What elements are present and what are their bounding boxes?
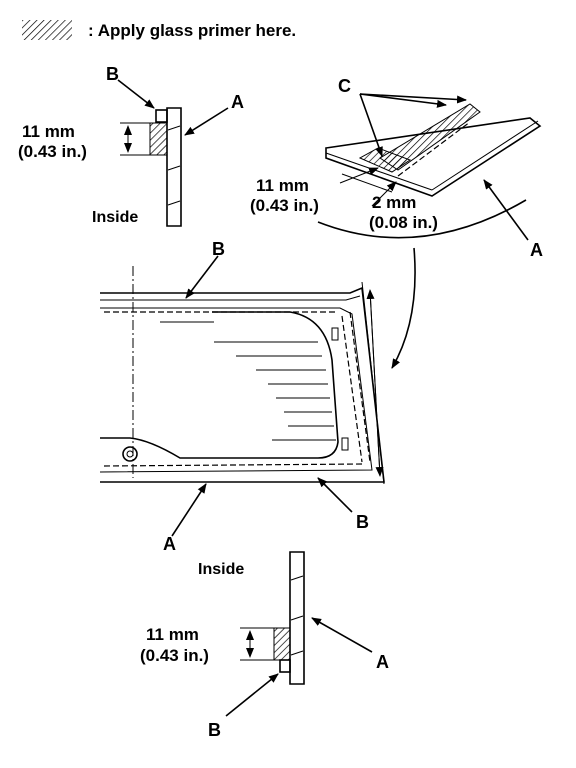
clip-upper	[331, 327, 339, 341]
dim-043in-top-right: (0.43 in.)	[250, 196, 319, 215]
molding-b-top-left	[155, 109, 168, 123]
dim-043in-bottom: (0.43 in.)	[140, 646, 209, 665]
label-b-bottom: B	[208, 720, 221, 740]
section-bottom	[225, 551, 373, 717]
inside-label-top-left: Inside	[92, 209, 138, 226]
dim-008in: (0.08 in.)	[369, 213, 438, 232]
label-b-main-top: B	[212, 239, 225, 259]
main-window-view	[99, 255, 385, 537]
primer-area-top-left	[149, 122, 168, 156]
label-a-top-right: A	[530, 240, 543, 260]
detail-arc	[317, 199, 527, 239]
dim-11mm-bottom: 11 mm	[146, 625, 199, 644]
detail-pointer-arrow	[391, 247, 416, 369]
label-b-top-left: B	[106, 64, 119, 84]
label-a-bottom: A	[376, 652, 389, 672]
glass-hole	[122, 446, 138, 462]
label-c: C	[338, 76, 351, 96]
legend-text: : Apply glass primer here.	[88, 21, 296, 40]
glass-section-top-left	[166, 107, 182, 227]
glass-outline-main	[100, 286, 385, 483]
legend-hatch-swatch	[22, 20, 72, 40]
corner-detail-top-right	[317, 93, 542, 369]
label-b-main-bottom: B	[356, 512, 369, 532]
glass-corner-top-right	[325, 117, 542, 197]
label-a-top-left: A	[231, 92, 244, 112]
inside-label-bottom: Inside	[198, 561, 244, 578]
dim-2mm: 2 mm	[372, 193, 416, 212]
legend: : Apply glass primer here.	[22, 20, 296, 40]
dim-043in-top-left: (0.43 in.)	[18, 142, 87, 161]
inner-opening	[100, 311, 339, 459]
molding-b-bottom	[279, 659, 291, 673]
label-a-main-bottom: A	[163, 534, 176, 554]
dim-11mm-top-right: 11 mm	[256, 176, 309, 195]
clip-lower	[341, 437, 349, 451]
dim-11mm-top-left: 11 mm	[22, 122, 75, 141]
primer-area-bottom	[273, 627, 291, 661]
section-top-left	[117, 79, 229, 227]
